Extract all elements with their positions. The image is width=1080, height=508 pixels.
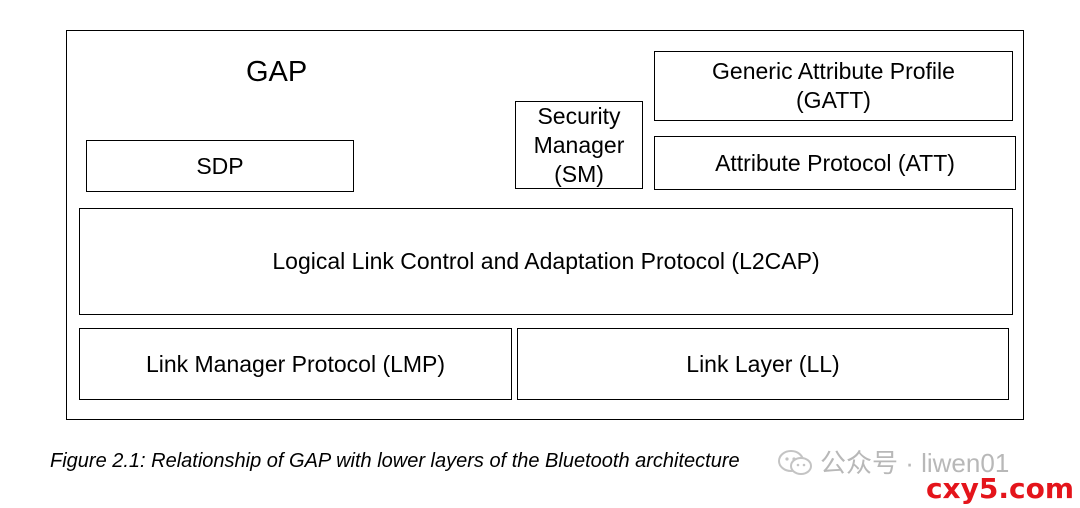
security-manager-line-1: Security (537, 102, 621, 129)
security-manager-line-3: (SM) (554, 160, 604, 187)
security-manager-box: Security Manager (SM) (515, 101, 643, 189)
gap-label: GAP (246, 56, 308, 88)
sdp-box: SDP (86, 140, 354, 192)
l2cap-box: Logical Link Control and Adaptation Prot… (79, 208, 1013, 315)
security-manager-line-2: Manager (533, 131, 625, 158)
gap-container (66, 30, 1024, 420)
att-label: Attribute Protocol (ATT) (715, 149, 955, 176)
lmp-label: Link Manager Protocol (LMP) (145, 350, 446, 377)
link-layer-label: Link Layer (LL) (686, 350, 840, 377)
gatt-line-1: Generic Attribute Profile (712, 58, 955, 84)
figure-caption: Figure 2.1: Relationship of GAP with low… (50, 450, 740, 472)
link-layer-box: Link Layer (LL) (517, 328, 1009, 400)
watermark: 公众号 · liwen01 (778, 446, 1009, 480)
wechat-icon (778, 449, 812, 477)
gatt-box: Generic Attribute Profile (GATT) (654, 51, 1013, 121)
gatt-line-2: (GATT) (796, 87, 871, 113)
l2cap-label: Logical Link Control and Adaptation Prot… (272, 248, 820, 274)
att-box: Attribute Protocol (ATT) (654, 136, 1016, 190)
sdp-label: SDP (196, 152, 244, 179)
watermark-text: 公众号 · liwen01 (820, 448, 1010, 478)
lmp-box: Link Manager Protocol (LMP) (79, 328, 512, 400)
brand-text: cxy5.com (925, 472, 1074, 505)
